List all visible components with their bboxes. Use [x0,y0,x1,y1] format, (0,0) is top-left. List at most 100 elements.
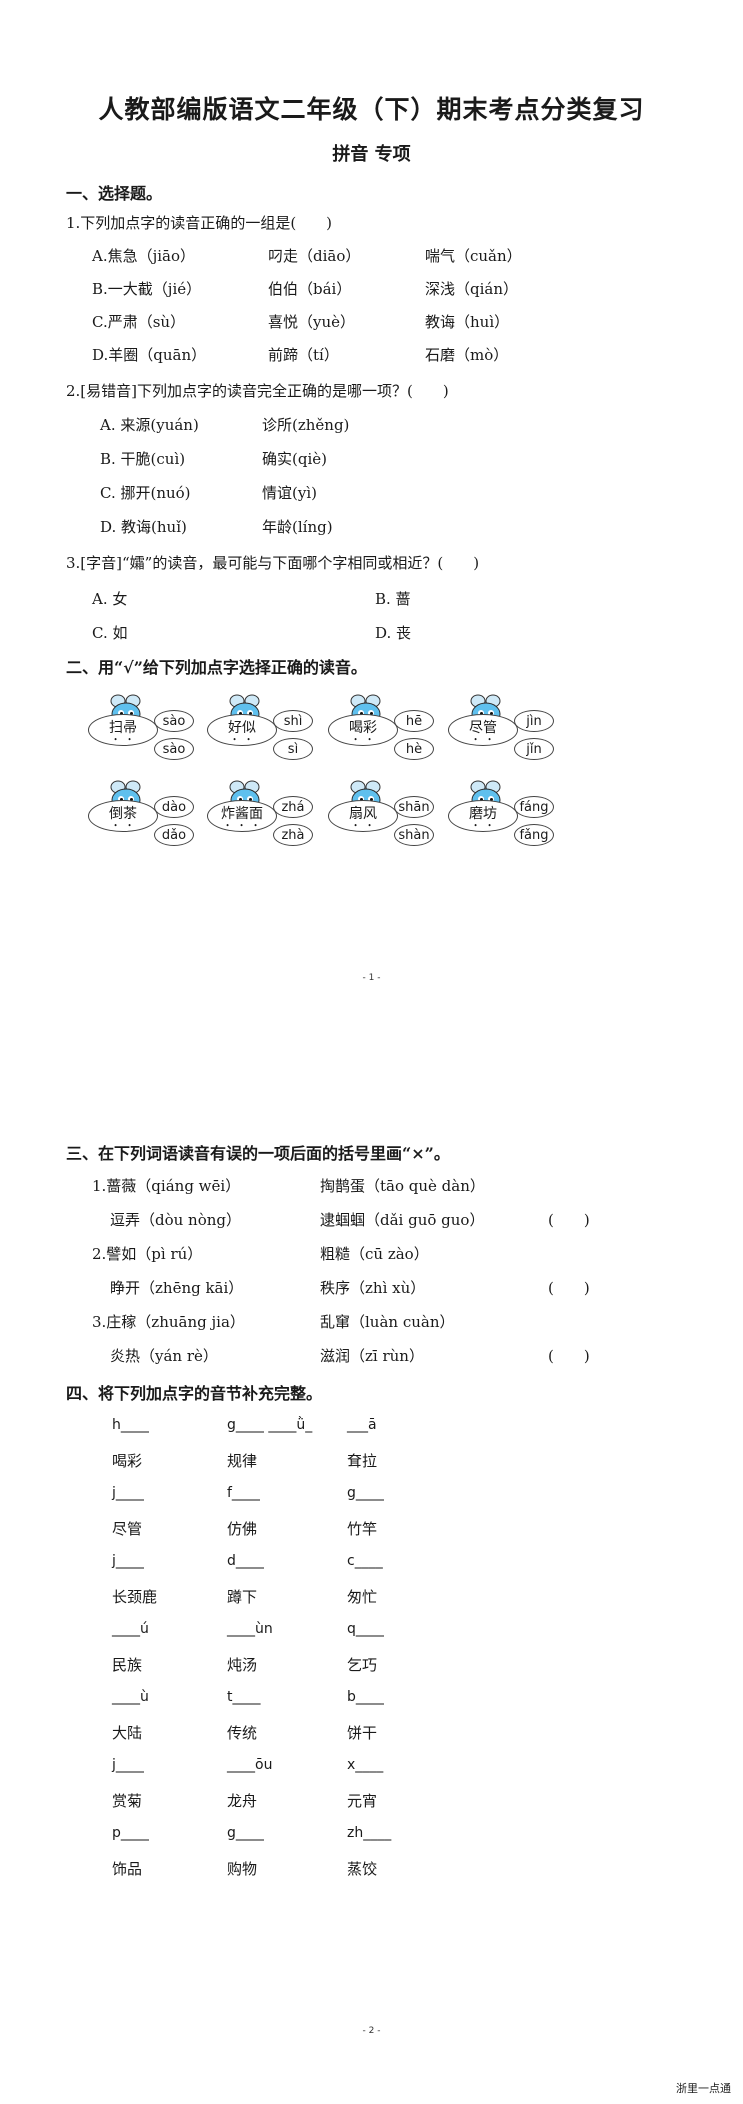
pinyin-option[interactable]: sào [154,710,194,732]
syllable-blank[interactable]: ____ōu [227,1757,273,1773]
pinyin-option[interactable]: fǎng [514,824,554,846]
q2-option: 情谊(yì) [262,484,317,502]
pinyin-option[interactable]: jìn [514,710,554,732]
q3-option: B. 蔷 [375,590,411,608]
pinyin-option[interactable]: dǎo [154,824,194,846]
syllable-blank[interactable]: j____ [112,1757,144,1773]
q1-option: C.严肃（sù） [92,313,186,331]
word-bubble: 喝彩 [328,714,398,746]
pinyin-option[interactable]: shàn [394,824,434,846]
page-number: - 1 - [362,973,381,983]
pinyin-option[interactable]: shì [273,710,313,732]
word-bubble: 扇风 [328,800,398,832]
word-bubble: 炸酱面 [207,800,277,832]
syllable-blank[interactable]: f____ [227,1485,260,1501]
pinyin-option[interactable]: hè [394,738,434,760]
pinyin-option[interactable]: sào [154,738,194,760]
page-number: - 2 - [362,2026,381,2036]
answer-bracket[interactable]: ( ) [548,1347,590,1365]
pinyin-option[interactable]: fáng [514,796,554,818]
word: 购物 [227,1860,258,1878]
word: 龙舟 [227,1792,258,1810]
answer-bracket[interactable]: ( ) [548,1279,590,1297]
word-pinyin: 睁开（zhēng kāi） [110,1279,244,1297]
q2-stem: 2.[易错音]下列加点字的读音完全正确的是哪一项？( ) [66,382,449,400]
word-pinyin: 乱窜（luàn cuàn） [320,1313,455,1331]
syllable-blank[interactable]: ____ùn [227,1621,273,1637]
q2-option: D. 教诲(huǐ) [100,518,187,536]
footer-brand: 浙里一点通 [676,2082,731,2095]
q1-option: 喘气（cuǎn） [425,247,522,265]
syllable-blank[interactable]: j____ [112,1553,144,1569]
section-1-heading: 一、选择题。 [66,184,163,203]
pinyin-option[interactable]: hē [394,710,434,732]
q3-option: C. 如 [92,624,128,642]
word: 饰品 [112,1860,143,1878]
syllable-blank[interactable]: p____ [112,1825,149,1841]
q1-option: 喜悦（yuè） [268,313,356,331]
word-bubble: 磨坊 [448,800,518,832]
word: 蒸饺 [347,1860,378,1878]
q2-option: 年龄(líng) [262,518,333,536]
syllable-blank[interactable]: ____ù [112,1689,149,1705]
word-pinyin: 逮蝈蝈（dǎi guō guo） [320,1211,485,1229]
syllable-blank[interactable]: d____ [227,1553,264,1569]
page-subtitle: 拼音 专项 [332,144,411,165]
syllable-blank[interactable]: t____ [227,1689,261,1705]
pinyin-option[interactable]: sì [273,738,313,760]
q1-option: 石磨（mò） [425,346,509,364]
word: 饼干 [347,1724,378,1742]
syllable-blank[interactable]: zh____ [347,1825,392,1841]
syllable-blank[interactable]: ___ā [347,1417,377,1433]
pinyin-option[interactable]: zhà [273,824,313,846]
syllable-blank[interactable]: x____ [347,1757,384,1773]
q1-option: D.羊圈（quān） [92,346,207,364]
answer-bracket[interactable]: ( ) [548,1211,590,1229]
pinyin-option[interactable]: zhá [273,796,313,818]
pinyin-option[interactable]: jǐn [514,738,554,760]
pinyin-option[interactable]: dào [154,796,194,818]
syllable-blank[interactable]: h____ [112,1417,149,1433]
word-bubble: 倒茶 [88,800,158,832]
section-2-heading: 二、用“√”给下列加点字选择正确的读音。 [66,658,367,677]
syllable-blank[interactable]: b____ [347,1689,384,1705]
q1-option: 教诲（huì） [425,313,510,331]
syllable-blank[interactable]: g____ [347,1485,384,1501]
word: 竹竿 [347,1520,378,1538]
syllable-blank[interactable]: j____ [112,1485,144,1501]
pinyin-option[interactable]: shān [394,796,434,818]
syllable-blank[interactable]: q____ [347,1621,384,1637]
word: 喝彩 [112,1452,143,1470]
word-bubble: 好似 [207,714,277,746]
page-title: 人教部编版语文二年级（下）期末考点分类复习 [98,95,645,124]
syllable-blank[interactable]: g____ ____ǜ_ [227,1417,313,1433]
word-pinyin: 粗糙（cū zào） [320,1245,429,1263]
q1-option: B.一大截（jié） [92,280,202,298]
word: 规律 [227,1452,258,1470]
q2-option: 诊所(zhěng) [262,416,350,434]
word: 尽管 [112,1520,143,1538]
q3-stem: 3.[字音]“孀”的读音，最可能与下面哪个字相同或相近？( ) [66,554,480,572]
word-pinyin: 秩序（zhì xù） [320,1279,426,1297]
word: 长颈鹿 [112,1588,158,1606]
word-pinyin: 滋润（zī rùn） [320,1347,424,1365]
word-bubble: 扫帚 [88,714,158,746]
syllable-blank[interactable]: g____ [227,1825,264,1841]
q3-option: A. 女 [92,590,128,608]
syllable-blank[interactable]: c____ [347,1553,383,1569]
word: 炖汤 [227,1656,258,1674]
word: 民族 [112,1656,143,1674]
word-pinyin: 逗弄（dòu nòng） [110,1211,242,1229]
q1-option: 叼走（diāo） [268,247,361,265]
syllable-blank[interactable]: ____ú [112,1621,149,1637]
section-3-heading: 三、在下列词语读音有误的一项后面的括号里画“×”。 [66,1144,450,1163]
word: 耷拉 [347,1452,378,1470]
q2-option: C. 挪开(nuó) [100,484,191,502]
